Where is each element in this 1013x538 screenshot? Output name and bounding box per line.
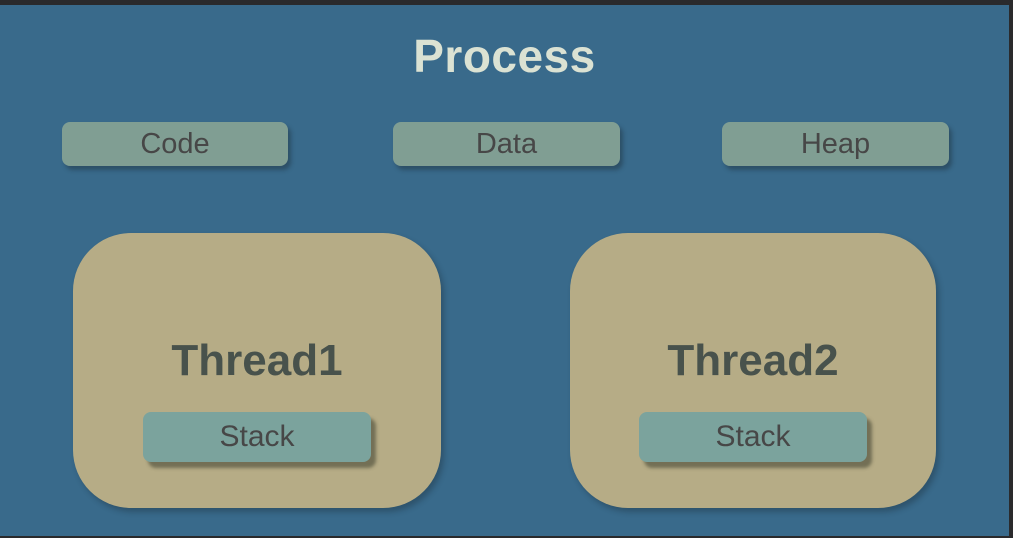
thread1-stack-label: Stack <box>219 420 295 453</box>
process-title: Process <box>413 30 596 82</box>
process-diagram-slide: Process Code Data Heap Thread1 Stack Thr… <box>0 5 1009 536</box>
thread1-card: Thread1 Stack <box>73 233 441 508</box>
data-segment-box: Data <box>393 122 620 166</box>
thread2-label: Thread2 <box>667 336 839 385</box>
thread1-stack-box: Stack <box>143 412 371 462</box>
code-segment-label: Code <box>140 127 210 160</box>
code-segment-box: Code <box>62 122 288 166</box>
thread2-stack-label: Stack <box>715 420 791 453</box>
heap-segment-box: Heap <box>722 122 949 166</box>
data-segment-label: Data <box>475 127 538 160</box>
heap-segment-label: Heap <box>800 127 871 160</box>
thread2-card: Thread2 Stack <box>570 233 936 508</box>
thread1-label: Thread1 <box>171 336 343 385</box>
thread2-stack-box: Stack <box>639 412 867 462</box>
